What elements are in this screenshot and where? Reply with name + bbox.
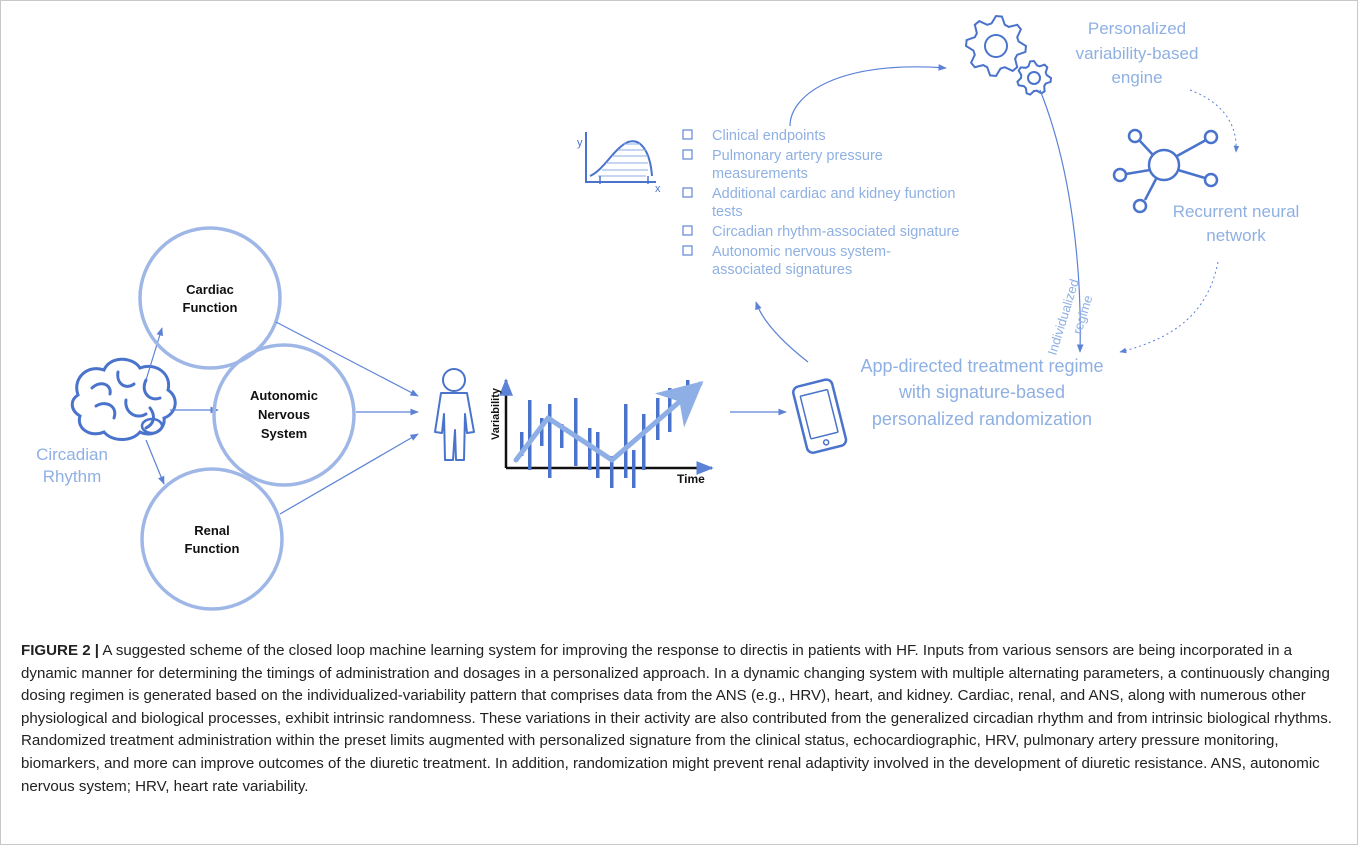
network-to-app-arrow	[1119, 261, 1219, 354]
checkbox-icon	[682, 187, 693, 198]
chart-x-label: Time	[677, 472, 705, 486]
checklist-item-text: Additional cardiac and kidney function	[712, 186, 955, 202]
checklist-item-text: associated signatures	[712, 262, 852, 278]
chart-bar	[528, 400, 532, 470]
renal-function-node	[140, 467, 284, 611]
checklist-item-text: Circadian rhythm-associated signature	[712, 224, 959, 240]
chart-bar	[596, 432, 600, 478]
distribution-x-letter: x	[655, 183, 661, 195]
autonomic-label-line3: System	[261, 426, 307, 441]
cardiac-label-line2: Function	[183, 300, 238, 315]
checkbox-icon	[682, 149, 693, 160]
chart-bar	[642, 414, 646, 470]
engine-to-app-arrow	[1039, 89, 1084, 353]
renal-to-patient-arrow	[279, 433, 419, 515]
engine-label-line2: variability-based	[1076, 44, 1199, 63]
engine-label-line3: engine	[1111, 68, 1162, 87]
autonomic-label-line2: Nervous	[258, 407, 310, 422]
cardiac-label-line1: Cardiac	[186, 282, 234, 297]
checklist-item-text: Pulmonary artery pressure	[712, 148, 883, 164]
engine-to-network-arrow	[1189, 89, 1240, 153]
chart-y-label: Variability	[490, 387, 502, 440]
distribution-y-letter: y	[577, 137, 583, 149]
chart-bar	[588, 428, 592, 470]
autonomic-nervous-system-node	[212, 343, 356, 487]
chart-bar	[548, 404, 552, 478]
rnn-label-line1: Recurrent neural	[1173, 202, 1300, 221]
renal-label-line1: Renal	[194, 523, 229, 538]
figure-caption: FIGURE 2 | A suggested scheme of the clo…	[21, 640, 1339, 798]
checkbox-icon	[682, 225, 693, 236]
chart-bar	[624, 404, 628, 478]
rnn-label-line2: network	[1206, 226, 1266, 245]
cardiac-function-node	[138, 226, 282, 370]
network-icon	[1112, 128, 1219, 214]
checkbox-icon	[682, 129, 693, 140]
app-label-line2: with signature-based	[898, 382, 1065, 402]
inputs-to-engine-arrow	[789, 64, 947, 127]
renal-label-line2: Function	[185, 541, 240, 556]
brain-to-cardiac-arrow	[145, 327, 163, 381]
autonomic-label-line1: Autonomic	[250, 388, 318, 403]
chart-trend-line	[513, 381, 704, 463]
checklist-item-text: Autonomic nervous system-	[712, 244, 891, 260]
circadian-label-line1: Circadian	[36, 445, 108, 464]
chart-bar	[610, 456, 614, 488]
app-label-line3: personalized randomization	[872, 409, 1092, 429]
circadian-label-line2: Rhythm	[43, 467, 102, 486]
brain-to-renal-arrow	[145, 439, 165, 485]
caption-label: FIGURE 2 |	[21, 642, 100, 659]
app-label-line1: App-directed treatment regime	[860, 356, 1103, 376]
cardiac-to-patient-arrow	[275, 321, 419, 397]
checklist-item-text: measurements	[712, 166, 808, 182]
closed-loop-diagram: Circadian Rhythm Cardiac Function Autono…	[36, 14, 1300, 611]
app-to-inputs-arrow	[755, 301, 809, 363]
distribution-chart-icon	[585, 132, 656, 184]
brain-icon	[70, 357, 177, 441]
chart-bar	[520, 432, 524, 456]
person-icon	[434, 368, 475, 461]
variability-chart: Variability Time	[490, 378, 714, 488]
chart-bar	[540, 418, 544, 446]
engine-label-line1: Personalized	[1088, 19, 1186, 38]
smartphone-icon	[792, 378, 848, 454]
checkbox-icon	[682, 245, 693, 256]
checklist-item-text: tests	[712, 204, 743, 220]
chart-bar	[574, 398, 578, 466]
chart-bar	[560, 424, 564, 448]
chart-bar	[632, 450, 636, 488]
gears-icon	[964, 14, 1053, 96]
checklist-item-text: Clinical endpoints	[712, 128, 826, 144]
caption-text: A suggested scheme of the closed loop ma…	[21, 642, 1332, 795]
